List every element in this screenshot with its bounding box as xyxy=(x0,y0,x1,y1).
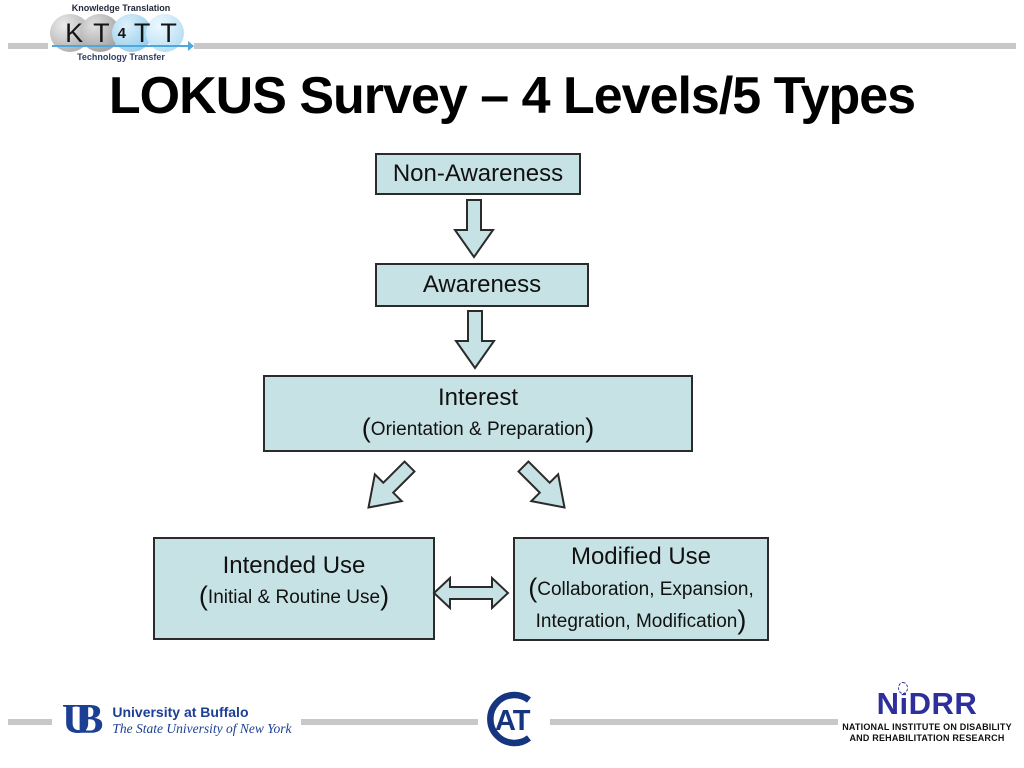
flow-box-interest: Interest (Orientation & Preparation) xyxy=(263,375,693,452)
flow-box-awareness: Awareness xyxy=(375,263,589,307)
diagonal-down-right-arrow-icon xyxy=(517,460,566,509)
down-arrow-icon xyxy=(454,310,496,370)
cat-logo-text: AT xyxy=(495,705,531,737)
flow-box-subtext: Collaboration, Expansion, xyxy=(537,578,754,600)
double-headed-arrow-icon xyxy=(432,576,510,610)
flow-box-label: Intended Use xyxy=(222,551,366,579)
flow-box-sublabel: (Collaboration, Expansion, xyxy=(528,573,754,605)
flow-box-modified-use: Modified Use (Collaboration, Expansion, … xyxy=(513,537,769,641)
kt4tt-letter: K xyxy=(65,17,84,48)
helix-arrow-line xyxy=(52,41,194,51)
nidrr-logo: NiDRR NATIONAL INSTITUTE ON DISABILITY A… xyxy=(838,682,1016,744)
ub-wordmark: University at Buffalo The State Universi… xyxy=(112,704,291,737)
flow-box-subtext: Initial & Routine Use xyxy=(207,586,381,608)
nidrr-name-line1: NATIONAL INSTITUTE ON DISABILITY xyxy=(842,722,1012,732)
flow-box-sublabel: (Orientation & Preparation) xyxy=(362,413,594,445)
top-divider-line xyxy=(8,43,1016,49)
close-paren: ) xyxy=(585,412,595,443)
cat-logo: AT xyxy=(478,684,550,754)
kt4tt-helix-graphic xyxy=(50,14,194,52)
diagonal-down-left-arrow-icon xyxy=(367,460,416,509)
ub-tagline: The State University of New York xyxy=(112,720,292,736)
flow-box-label: Modified Use xyxy=(570,542,712,570)
ub-letter-u: U xyxy=(62,697,93,743)
flow-box-subtext: Integration, Modification xyxy=(535,610,738,632)
flow-box-subtext: Orientation & Preparation xyxy=(370,418,586,440)
down-arrow-icon xyxy=(453,199,495,259)
nidrr-name-line2: AND REHABILITATION RESEARCH xyxy=(849,733,1005,743)
flow-box-label: Interest xyxy=(437,383,519,411)
nidrr-star-icon xyxy=(897,682,908,694)
kt4tt-letter: T xyxy=(93,17,110,48)
kt4tt-logo: Knowledge Translation K T 4 T T Technolo… xyxy=(48,2,194,62)
kt4tt-letter: T xyxy=(133,17,151,48)
kt4tt-letter: T xyxy=(160,17,177,48)
kt4tt-top-text: Knowledge Translation xyxy=(71,3,171,13)
ub-letter-b: B xyxy=(75,697,104,743)
nidrr-wordmark: NiDRR xyxy=(876,682,978,721)
flow-box-label: Non-Awareness xyxy=(392,160,564,187)
flow-box-sublabel: Integration, Modification) xyxy=(536,605,747,637)
flow-box-label: Awareness xyxy=(422,271,542,298)
kt4tt-letter: 4 xyxy=(117,24,126,42)
flow-box-intended-use: Intended Use (Initial & Routine Use) xyxy=(153,537,435,640)
university-at-buffalo-logo: UB University at Buffalo The State Unive… xyxy=(52,694,302,746)
flow-box-sublabel: (Initial & Routine Use) xyxy=(199,581,389,613)
open-paren: ( xyxy=(528,572,538,603)
kt4tt-bottom-text: Technology Transfer xyxy=(77,52,165,62)
open-paren: ( xyxy=(198,580,208,611)
nidrr-acronym: NiDRR xyxy=(876,686,978,721)
ub-monogram-icon: UB xyxy=(62,699,103,741)
ub-name: University at Buffalo xyxy=(112,703,249,720)
cat-logo-icon: AT xyxy=(487,691,532,747)
slide-title: LOKUS Survey – 4 Levels/5 Types xyxy=(108,67,916,125)
close-paren: ) xyxy=(380,580,390,611)
flow-box-non-awareness: Non-Awareness xyxy=(375,153,581,195)
nidrr-full-name: NATIONAL INSTITUTE ON DISABILITY AND REH… xyxy=(838,722,1016,744)
kt4tt-letters: K T 4 T T xyxy=(48,13,194,53)
close-paren: ) xyxy=(737,604,747,635)
open-paren: ( xyxy=(361,412,371,443)
